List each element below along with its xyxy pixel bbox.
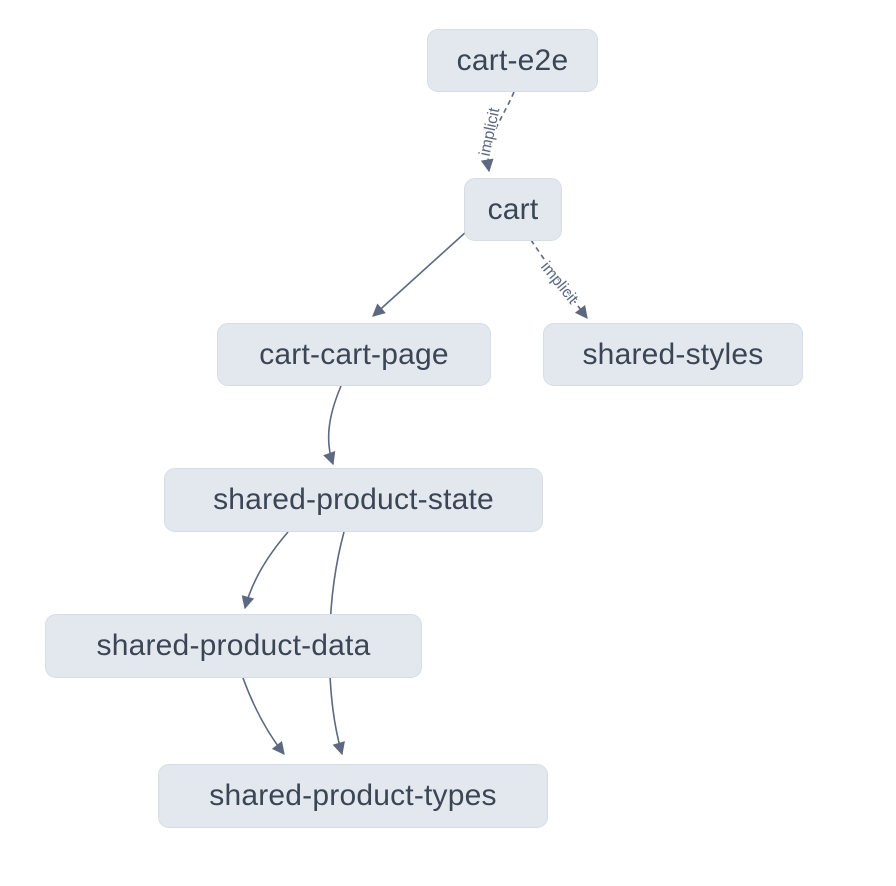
node-label: cart	[487, 192, 539, 226]
node-label: shared-product-types	[209, 779, 497, 812]
node-label: shared-product-data	[96, 629, 371, 662]
edge-cart-cart-page-to-shared-product-state	[323, 385, 342, 466]
node-cart[interactable]: cart	[464, 178, 562, 241]
node-cart-e2e[interactable]: cart-e2e	[427, 29, 598, 92]
edge-shared-product-data-to-shared-product-types	[242, 677, 285, 756]
node-label: cart-cart-page	[259, 337, 449, 371]
node-shared-product-types[interactable]: shared-product-types	[158, 764, 548, 828]
edge-shared-product-state-to-shared-product-data	[241, 531, 289, 610]
edge-cart-to-shared-styles	[530, 239, 588, 320]
edge-cart-to-cart-cart-page	[372, 230, 468, 317]
node-label: shared-styles	[582, 337, 764, 371]
node-label: shared-product-state	[213, 483, 494, 516]
node-shared-product-state[interactable]: shared-product-state	[164, 468, 543, 532]
node-label: cart-e2e	[456, 43, 569, 77]
node-shared-product-data[interactable]: shared-product-data	[45, 614, 422, 678]
edge-cart-e2e-to-cart	[480, 91, 515, 173]
edge-label-implicit-cart-e2e: implicit	[477, 106, 504, 158]
node-cart-cart-page[interactable]: cart-cart-page	[217, 323, 491, 386]
edge-label-implicit-shared-styles: implicit	[537, 259, 581, 308]
node-shared-styles[interactable]: shared-styles	[543, 323, 803, 386]
